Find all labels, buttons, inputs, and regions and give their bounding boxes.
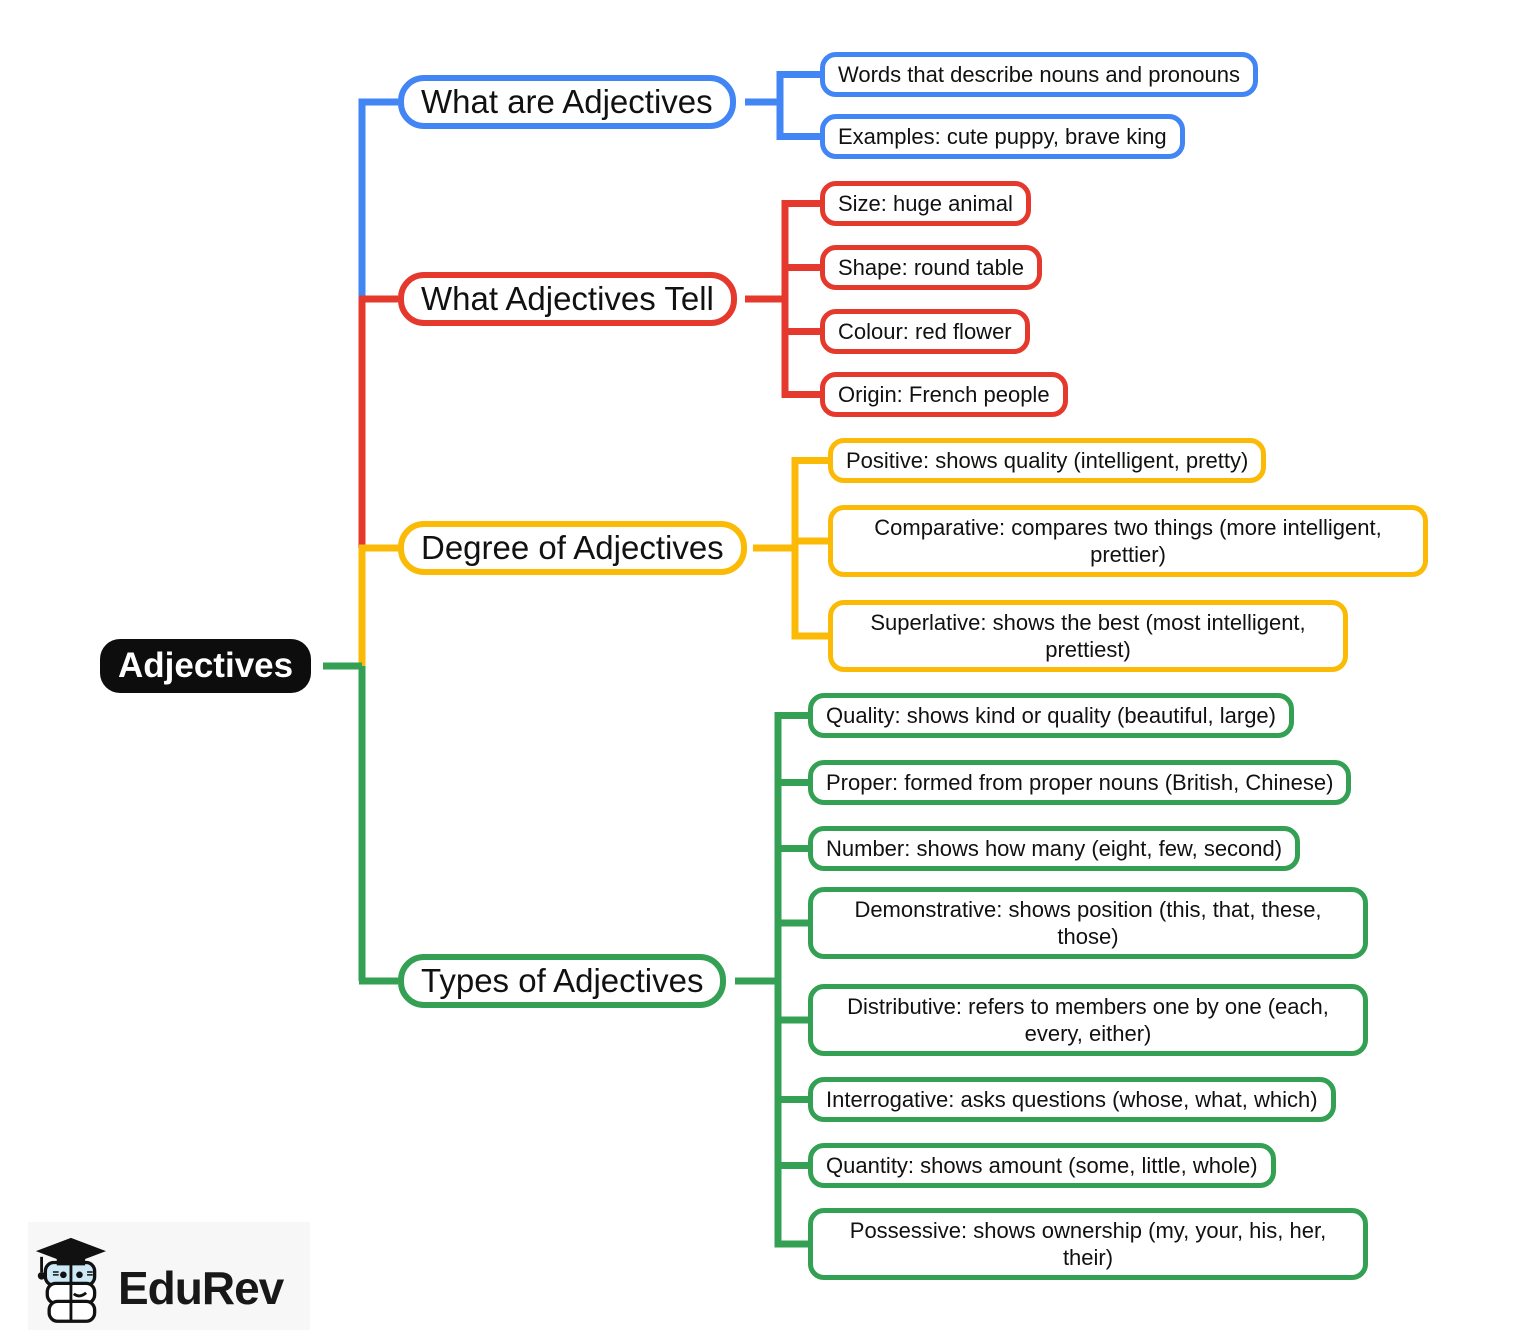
node-branch-types-of-adjectives: Types of Adjectives bbox=[398, 954, 727, 1008]
node-branch-what-adjectives-tell: What Adjectives Tell bbox=[398, 272, 737, 326]
edurev-brand-text: EduRev bbox=[118, 1262, 284, 1314]
node-branch-what-are-adjectives: What are Adjectives bbox=[398, 75, 736, 129]
branch-red-connectors bbox=[358, 200, 820, 548]
node-child-number: Number: shows how many (eight, few, seco… bbox=[808, 826, 1301, 871]
node-child-quantity: Quantity: shows amount (some, little, wh… bbox=[808, 1143, 1276, 1188]
node-child-possessive: Possessive: shows ownership (my, your, h… bbox=[808, 1208, 1368, 1280]
node-child-origin: Origin: French people bbox=[820, 372, 1068, 417]
node-child-quality: Quality: shows kind or quality (beautifu… bbox=[808, 693, 1294, 738]
node-child-interrogative: Interrogative: asks questions (whose, wh… bbox=[808, 1077, 1336, 1122]
edurev-mascot-icon bbox=[35, 1237, 106, 1323]
node-child-size: Size: huge animal bbox=[820, 181, 1031, 226]
node-child-words-describe: Words that describe nouns and pronouns bbox=[820, 52, 1258, 97]
node-child-demonstrative: Demonstrative: shows position (this, tha… bbox=[808, 887, 1368, 959]
node-child-comparative: Comparative: compares two things (more i… bbox=[828, 505, 1428, 577]
node-child-superlative: Superlative: shows the best (most intell… bbox=[828, 600, 1348, 672]
node-child-proper: Proper: formed from proper nouns (Britis… bbox=[808, 760, 1352, 805]
node-child-examples: Examples: cute puppy, brave king bbox=[820, 114, 1185, 159]
node-child-positive: Positive: shows quality (intelligent, pr… bbox=[828, 438, 1267, 483]
node-child-shape: Shape: round table bbox=[820, 245, 1042, 290]
node-branch-degree-of-adjectives: Degree of Adjectives bbox=[398, 521, 747, 575]
node-child-distributive: Distributive: refers to members one by o… bbox=[808, 984, 1368, 1056]
node-child-colour: Colour: red flower bbox=[820, 309, 1030, 354]
node-root-adjectives: Adjectives bbox=[100, 639, 312, 693]
edurev-logo: EduRev bbox=[32, 1236, 284, 1326]
